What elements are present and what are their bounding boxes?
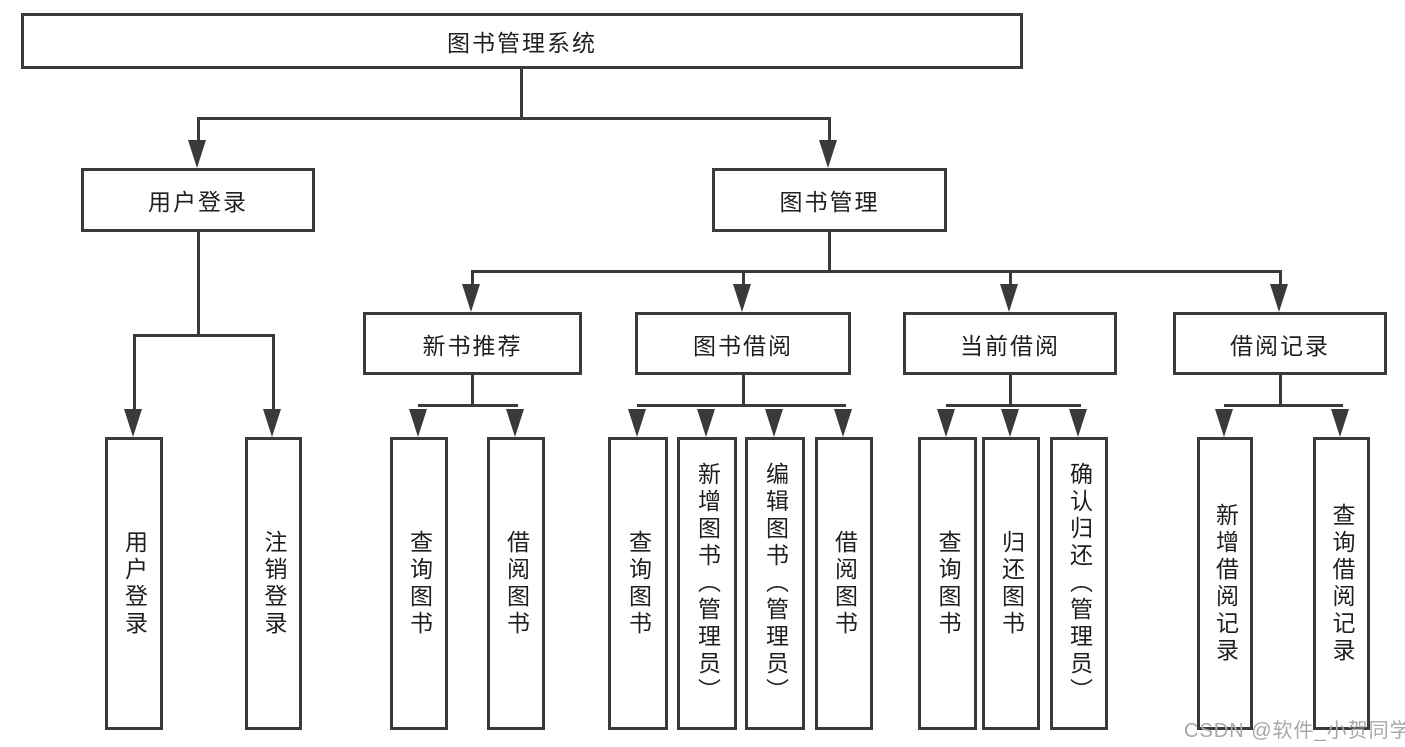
connector-line	[197, 117, 831, 120]
arrow-down-icon	[834, 409, 852, 437]
connector-line	[133, 334, 274, 337]
leaf-add-borrow-record: 新增借阅记录	[1197, 437, 1253, 730]
connector-line	[1279, 270, 1282, 286]
arrow-down-icon	[409, 409, 427, 437]
leaf-user-login: 用户登录	[105, 437, 163, 730]
arrow-down-icon	[188, 140, 206, 168]
arrow-down-icon	[1270, 284, 1288, 312]
arrow-down-icon	[937, 409, 955, 437]
arrow-down-icon	[1331, 409, 1349, 437]
root-node: 图书管理系统	[21, 13, 1023, 69]
leaf-edit-books-admin: 编辑图书（管理员）	[745, 437, 805, 730]
connector-line	[418, 404, 518, 407]
connector-line	[197, 117, 200, 145]
node-user-login: 用户登录	[81, 168, 315, 232]
connector-line	[742, 375, 745, 407]
arrow-down-icon	[733, 284, 751, 312]
connector-line	[272, 334, 275, 412]
connector-line	[1224, 404, 1343, 407]
connector-line	[197, 232, 200, 336]
connector-line	[1279, 375, 1282, 407]
connector-line	[828, 232, 831, 273]
connector-line	[471, 270, 474, 286]
connector-line	[946, 404, 1081, 407]
arrow-down-icon	[1000, 284, 1018, 312]
arrow-down-icon	[819, 140, 837, 168]
leaf-borrow-books-recommend: 借阅图书	[487, 437, 545, 730]
node-new-book-recommend: 新书推荐	[363, 312, 582, 375]
node-book-borrow: 图书借阅	[635, 312, 851, 375]
connector-line	[637, 404, 846, 407]
arrow-down-icon	[263, 409, 281, 437]
connector-line	[520, 69, 523, 120]
arrow-down-icon	[506, 409, 524, 437]
leaf-query-books-current: 查询图书	[918, 437, 977, 730]
leaf-query-books-recommend: 查询图书	[390, 437, 448, 730]
watermark: CSDN @软件_小贺同学	[1184, 720, 1405, 742]
connector-line	[471, 270, 1282, 273]
leaf-query-books-borrow: 查询图书	[608, 437, 668, 730]
arrow-down-icon	[697, 409, 715, 437]
leaf-logout: 注销登录	[245, 437, 302, 730]
leaf-borrow-books: 借阅图书	[815, 437, 873, 730]
leaf-confirm-return-admin: 确认归还（管理员）	[1050, 437, 1108, 730]
node-current-borrow: 当前借阅	[903, 312, 1117, 375]
arrow-down-icon	[765, 409, 783, 437]
connector-line	[828, 117, 831, 145]
node-borrow-records: 借阅记录	[1173, 312, 1387, 375]
arrow-down-icon	[1001, 409, 1019, 437]
arrow-down-icon	[124, 409, 142, 437]
connector-line	[471, 375, 474, 407]
connector-line	[1009, 270, 1012, 286]
connector-line	[1009, 375, 1012, 407]
leaf-query-borrow-record: 查询借阅记录	[1313, 437, 1370, 730]
arrow-down-icon	[628, 409, 646, 437]
node-book-management: 图书管理	[712, 168, 947, 232]
connector-line	[742, 270, 745, 286]
leaf-add-books-admin: 新增图书（管理员）	[677, 437, 737, 730]
arrow-down-icon	[1215, 409, 1233, 437]
leaf-return-books: 归还图书	[982, 437, 1040, 730]
arrow-down-icon	[1069, 409, 1087, 437]
connector-line	[133, 334, 136, 412]
arrow-down-icon	[462, 284, 480, 312]
